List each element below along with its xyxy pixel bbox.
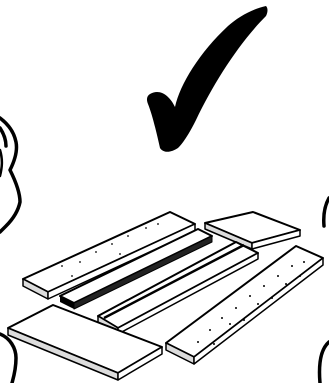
panel-top-right: [204, 211, 301, 250]
panel-speckles: [61, 223, 159, 277]
rail-strip-icon: [59, 228, 213, 310]
panel-speckles-large: [197, 261, 305, 345]
person-right-silhouette: [317, 196, 329, 383]
panel-bottom-left: [7, 304, 163, 381]
panel-long-left: [22, 211, 196, 300]
person-left-silhouette: [0, 116, 22, 383]
checkmark-icon: [146, 6, 268, 152]
panel-bottom-right: [165, 245, 324, 365]
panel-group: [7, 211, 324, 381]
